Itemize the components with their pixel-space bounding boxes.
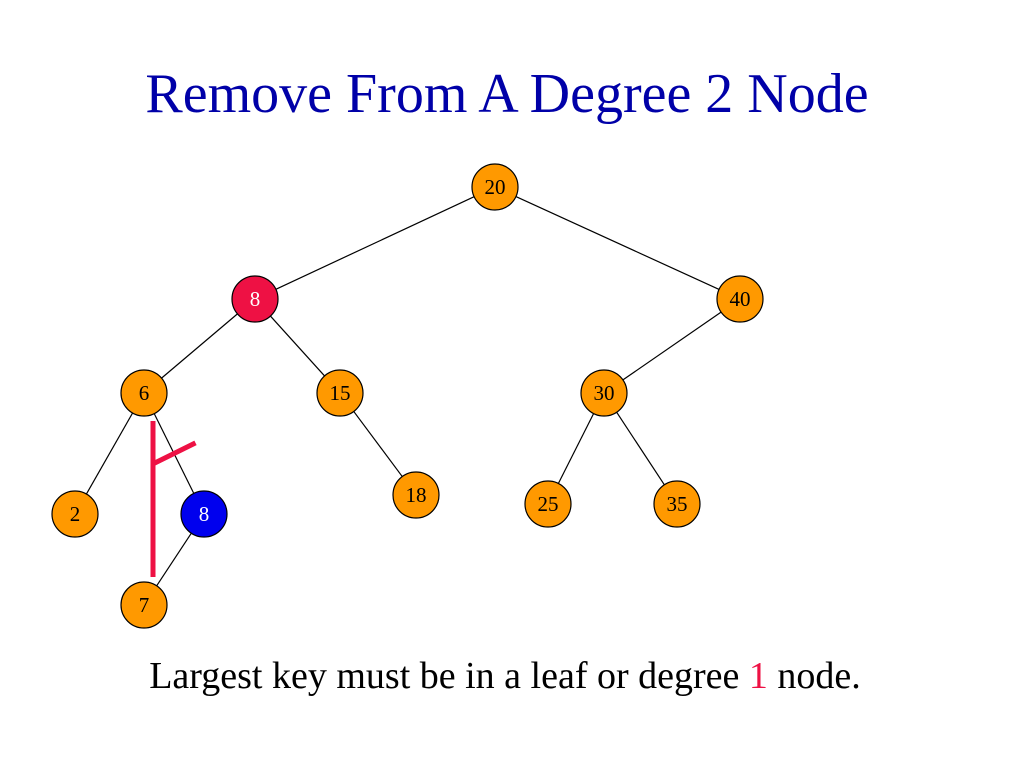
tree-node-n18: 18: [392, 471, 440, 519]
node-key-label: 8: [250, 287, 261, 311]
node-key-label: 7: [139, 593, 150, 617]
node-key-label: 15: [330, 381, 351, 405]
tree-node-n25: 25: [524, 480, 572, 528]
caption-text-after: node.: [767, 655, 861, 697]
caption-text-before: Largest key must be in a leaf or degree: [149, 655, 749, 697]
tree-node-n6: 6: [120, 369, 168, 417]
tree-edge-n6-n2: [85, 412, 134, 495]
node-circle: [524, 480, 572, 528]
slide-caption: Largest key must be in a leaf or degree …: [0, 648, 1010, 704]
node-key-label: 2: [70, 502, 81, 526]
tree-edge-n20-n40: [515, 196, 720, 290]
caption-highlight-degree: 1: [748, 655, 768, 697]
tree-node-n30: 30: [580, 369, 628, 417]
node-circle: [51, 490, 99, 538]
node-key-label: 30: [594, 381, 615, 405]
tree-edge-n8-n15: [269, 315, 326, 377]
cut-edge-mark: [151, 440, 197, 467]
tree-node-n8: 8: [231, 275, 279, 323]
node-circle: [392, 471, 440, 519]
tree-node-n35: 35: [653, 480, 701, 528]
node-circle: [471, 163, 519, 211]
tree-edge-n8-n6: [161, 313, 238, 379]
node-circle: [653, 480, 701, 528]
node-circle: [180, 490, 228, 538]
node-circle: [716, 275, 764, 323]
node-key-label: 25: [538, 492, 559, 516]
tree-edge-n30-n35: [616, 411, 665, 486]
tree-node-n15: 15: [316, 369, 364, 417]
tree-node-n40: 40: [716, 275, 764, 323]
tree-edge-n30-n25: [557, 413, 595, 484]
node-circle: [580, 369, 628, 417]
node-circle: [120, 581, 168, 629]
node-circle: [231, 275, 279, 323]
tree-nodes: 20 8 40 6 15 30 2 8 18 25 35 7: [51, 163, 764, 629]
node-key-label: 35: [667, 492, 688, 516]
slide-title: Remove From A Degree 2 Node: [145, 63, 869, 125]
tree-edge-n8b-n7: [156, 532, 192, 587]
tree-edge-n20-n8: [275, 196, 475, 290]
node-key-label: 18: [406, 483, 427, 507]
node-key-label: 20: [485, 175, 506, 199]
tree-node-n20: 20: [471, 163, 519, 211]
tree-edges: [85, 196, 722, 587]
node-key-label: 40: [730, 287, 751, 311]
node-key-label: 8: [199, 502, 210, 526]
relink-marks: [150, 421, 197, 577]
tree-edge-n15-n18: [353, 411, 403, 477]
tree-node-n8b: 8: [180, 490, 228, 538]
tree-edge-n40-n30: [622, 311, 722, 381]
tree-node-n7: 7: [120, 581, 168, 629]
node-circle: [120, 369, 168, 417]
tree-node-n2: 2: [51, 490, 99, 538]
node-key-label: 6: [139, 381, 150, 405]
node-circle: [316, 369, 364, 417]
